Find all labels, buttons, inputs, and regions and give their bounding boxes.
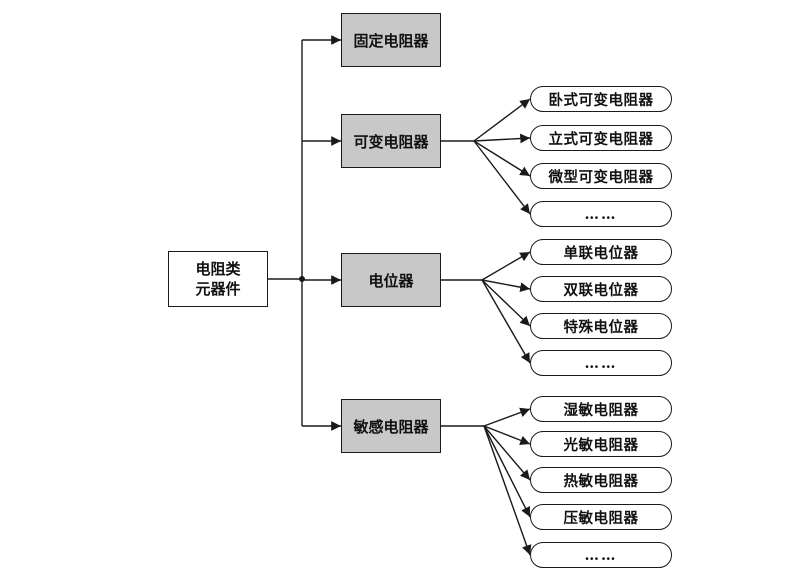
leaf-arrow (483, 425, 531, 518)
leaf-horizontal-variable-resistor: 卧式可变电阻器 (530, 86, 672, 112)
leaf-arrow (473, 140, 531, 177)
root-node: 电阻类 元器件 (168, 251, 268, 307)
leaf-label: 光敏电阻器 (563, 436, 639, 454)
category-label: 敏感电阻器 (353, 417, 429, 436)
leaf-arrow (481, 251, 531, 281)
leaf-label: 双联电位器 (563, 281, 639, 299)
category-label: 固定电阻器 (353, 31, 429, 50)
leaf-arrow (483, 407, 531, 427)
root-label-line2: 元器件 (195, 280, 241, 298)
leaf-special-potentiometer: 特殊电位器 (530, 313, 672, 339)
leaf-photo-resistor: 光敏电阻器 (530, 431, 672, 457)
leaf-arrow (481, 279, 531, 364)
leaf-label: …… (584, 205, 618, 223)
leaf-label: 湿敏电阻器 (563, 401, 639, 419)
leaf-label: 单联电位器 (563, 244, 639, 262)
leaf-sensitive-more: …… (530, 542, 672, 568)
leaf-pressure-resistor: 压敏电阻器 (530, 504, 672, 530)
leaf-variable-more: …… (530, 201, 672, 227)
leaf-arrow (473, 140, 531, 215)
leaf-potentiometer-more: …… (530, 350, 672, 376)
leaf-arrow (483, 425, 531, 445)
leaf-micro-variable-resistor: 微型可变电阻器 (530, 163, 672, 189)
category-sensitive-resistor: 敏感电阻器 (341, 399, 441, 453)
leaf-label: …… (584, 546, 618, 564)
leaf-label: 立式可变电阻器 (548, 130, 654, 148)
leaf-humidity-resistor: 湿敏电阻器 (530, 396, 672, 422)
leaf-arrow (483, 425, 532, 556)
leaf-arrow (481, 279, 531, 293)
leaf-arrow (473, 133, 531, 144)
leaf-label: 卧式可变电阻器 (548, 91, 654, 109)
leaf-label: …… (584, 354, 618, 372)
category-label: 电位器 (368, 271, 414, 290)
leaf-dual-potentiometer: 双联电位器 (530, 276, 672, 302)
leaf-label: 特殊电位器 (563, 318, 639, 336)
category-potentiometer: 电位器 (341, 253, 441, 307)
root-label-line1: 电阻类 (195, 260, 241, 278)
junction-dot (299, 276, 305, 282)
leaf-label: 热敏电阻器 (563, 472, 639, 490)
category-variable-resistor: 可变电阻器 (341, 114, 441, 168)
leaf-label: 微型可变电阻器 (548, 168, 654, 186)
category-label: 可变电阻器 (353, 132, 429, 151)
leaf-arrow (473, 98, 531, 142)
leaf-arrow (483, 425, 531, 481)
leaf-single-potentiometer: 单联电位器 (530, 239, 672, 265)
leaf-label: 压敏电阻器 (563, 509, 639, 527)
leaf-thermal-resistor: 热敏电阻器 (530, 467, 672, 493)
leaf-arrow (481, 279, 531, 327)
leaf-vertical-variable-resistor: 立式可变电阻器 (530, 125, 672, 151)
category-fixed-resistor: 固定电阻器 (341, 13, 441, 67)
